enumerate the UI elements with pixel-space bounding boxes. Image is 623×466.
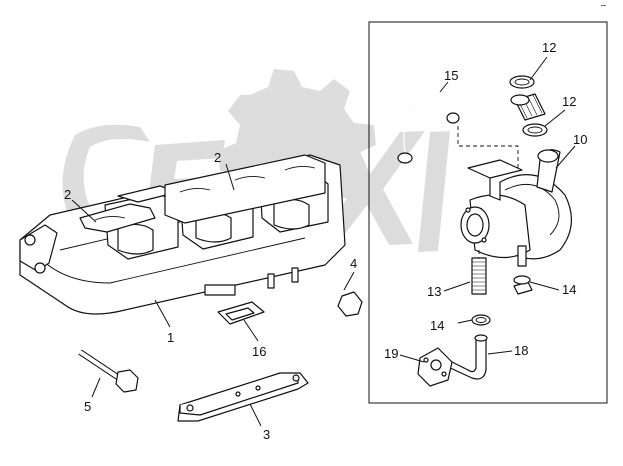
turbo-flange-gasket [217,301,265,325]
callout-12-upper: 12 [542,40,556,55]
callout-15: 15 [444,68,458,83]
callout-4: 4 [350,256,357,271]
bracket-bolt [78,349,139,393]
oil-return-pipe [445,334,488,380]
callout-19: 19 [384,346,398,361]
feed-pipe-leader [457,126,519,168]
callout-2-left: 2 [64,187,71,202]
turbo-detail-frame [368,21,608,404]
hose-clip-right [513,275,533,295]
oil-drain-hose [471,257,487,295]
callout-18: 18 [514,343,528,358]
callout-16: 16 [252,344,266,359]
manifold-bolt [317,286,363,317]
callout-10: 10 [573,132,587,147]
manifold-gasket-left [79,185,179,233]
hose-clamp-lower [522,123,548,137]
oil-feed-pipe [397,91,460,164]
callout-3: 3 [263,427,270,442]
callout-13: 13 [427,284,441,299]
corner-mark: ⁻ [600,0,607,15]
return-pipe-flange [417,347,453,387]
callout-12-lower: 12 [562,94,576,109]
callout-5: 5 [84,399,91,414]
hose-clamp-upper [509,75,535,89]
manifold-gasket-right [164,154,326,224]
coupling-hose [510,93,546,121]
turbocharger [460,149,572,267]
callout-14-right: 14 [562,282,576,297]
callout-2-right: 2 [214,150,221,165]
support-bracket [177,372,309,422]
hose-clip-lower [471,314,491,326]
callout-14-lower: 14 [430,318,444,333]
leader-lines [71,56,576,427]
callout-1: 1 [167,330,174,345]
